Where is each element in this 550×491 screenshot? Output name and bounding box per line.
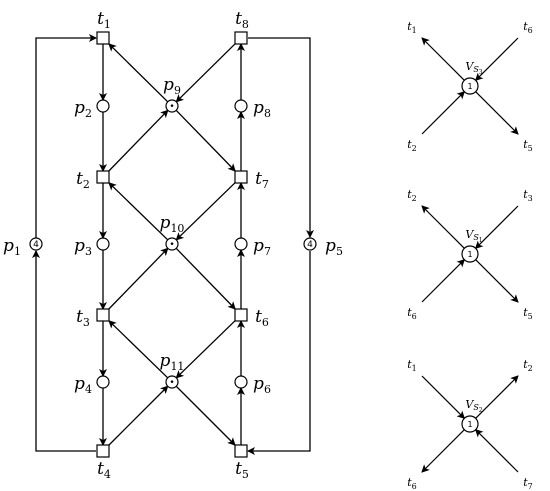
place-p10 xyxy=(165,237,179,251)
vs-node-vs2: t1 t2 t6 t7 1 VS2 xyxy=(407,358,533,491)
vs-vs2-label-bottom_right: t7 xyxy=(523,476,533,491)
arc-p10-t2 xyxy=(108,182,169,241)
arc-t4-p11 xyxy=(108,385,169,446)
place-p8 xyxy=(234,99,248,113)
vs-vs2-tokens: 1 xyxy=(467,420,472,429)
vs-vs3-arc-top_right xyxy=(474,37,519,82)
vs-vs1-tokens: 1 xyxy=(467,250,472,259)
place-p11 xyxy=(165,375,179,389)
vs-vs2-name: VS2 xyxy=(465,398,482,414)
place-p7 xyxy=(234,237,248,251)
label-t6: t6 xyxy=(255,307,269,329)
arc-t2-p9 xyxy=(108,109,169,172)
transition-t4 xyxy=(96,444,110,458)
vs-vs2-arc-top_left xyxy=(421,375,466,420)
transition-t8 xyxy=(234,31,248,45)
label-t8: t8 xyxy=(235,9,249,31)
label-t4: t4 xyxy=(97,459,111,481)
vs-vs1-arc-bottom_right xyxy=(475,259,519,303)
arc-p5-t5 xyxy=(247,251,311,455)
vs-vs2-arc-top_right xyxy=(475,375,519,419)
place-p1-tokens: 4 xyxy=(33,240,39,250)
arc-t3-p10 xyxy=(108,247,169,310)
place-p2 xyxy=(96,99,110,113)
place-p9 xyxy=(165,99,179,113)
vs-vs1-name: VS1 xyxy=(465,228,482,244)
vs-vs3-arc-bottom_right xyxy=(475,91,519,135)
arc-t6-p11 xyxy=(175,320,236,379)
vs-vs3-label-top_right: t6 xyxy=(523,20,533,35)
vs-vs1-label-bottom_left: t6 xyxy=(407,306,417,321)
label-p4: p4 xyxy=(74,374,92,396)
vs-vs1-arc-bottom_left xyxy=(421,258,466,303)
label-p5: p5 xyxy=(325,236,343,258)
label-p6: p6 xyxy=(253,374,271,396)
arc-t4-p1 xyxy=(32,250,96,452)
label-t7: t7 xyxy=(255,169,269,191)
vs-vs1-label-top_left: t2 xyxy=(407,188,417,203)
vs-vs3-label-bottom_left: t2 xyxy=(407,138,417,153)
vs-vs3-place xyxy=(461,77,479,95)
vs-node-vs1: t2 t3 t6 t5 1 VS1 xyxy=(407,188,533,321)
arc-t7-p10 xyxy=(175,182,236,241)
arc-p1-t1 xyxy=(35,34,97,238)
place-p3 xyxy=(96,237,110,251)
vs-vs3-name: VS3 xyxy=(465,60,482,76)
vs-vs1-place xyxy=(461,245,479,263)
place-p6 xyxy=(234,375,248,389)
transition-t6 xyxy=(234,308,248,322)
arc-p11-t5 xyxy=(175,385,236,446)
label-t3: t3 xyxy=(76,307,90,329)
vs-vs3-label-bottom_right: t5 xyxy=(523,138,533,153)
label-p11: p11 xyxy=(160,351,185,373)
label-p10: p10 xyxy=(160,213,185,235)
place-p11-tokens: • xyxy=(169,378,174,388)
label-t1: t1 xyxy=(97,9,111,31)
vs-vs1-label-bottom_right: t5 xyxy=(523,306,533,321)
place-p4 xyxy=(96,375,110,389)
label-p2: p2 xyxy=(74,98,92,120)
transition-t7 xyxy=(234,170,248,184)
vs-vs2-label-bottom_left: t6 xyxy=(407,476,417,491)
place-p5-tokens: 4 xyxy=(307,240,313,250)
arc-t8-p9 xyxy=(175,43,236,103)
transition-t5 xyxy=(234,444,248,458)
transition-t1 xyxy=(96,31,110,45)
label-p8: p8 xyxy=(253,98,271,120)
arc-p9-t1 xyxy=(108,43,169,103)
arc-p10-t6 xyxy=(175,247,236,310)
label-t2: t2 xyxy=(76,169,90,191)
label-p9: p9 xyxy=(163,75,181,97)
place-p9-tokens: • xyxy=(169,102,174,112)
label-p3: p3 xyxy=(74,236,92,258)
vs-vs1-arc-top_left xyxy=(421,205,465,249)
transition-t2 xyxy=(96,170,110,184)
vs-vs3-tokens: 1 xyxy=(467,82,472,91)
vs-vs2-arc-bottom_left xyxy=(421,429,465,473)
place-p10-tokens: • xyxy=(169,240,174,250)
vs-vs2-label-top_right: t2 xyxy=(523,358,533,373)
place-p1 xyxy=(29,237,43,251)
vs-vs1-label-top_right: t3 xyxy=(523,188,533,203)
vs-vs3-arc-top_left xyxy=(421,37,465,81)
place-p5 xyxy=(303,237,317,251)
arc-t8-p5 xyxy=(248,37,314,238)
arc-p9-t7 xyxy=(175,109,236,172)
label-p7: p7 xyxy=(253,236,271,258)
transition-t3 xyxy=(96,308,110,322)
vs-vs2-arc-bottom_right xyxy=(474,428,519,473)
vs-node-vs3: t1 t6 t2 t5 1 VS3 xyxy=(407,20,533,153)
label-t5: t5 xyxy=(235,459,249,481)
vs-vs3-label-top_left: t1 xyxy=(407,20,417,35)
vs-vs1-arc-top_right xyxy=(474,205,519,250)
vs-vs2-label-top_left: t1 xyxy=(407,358,417,373)
vs-vs3-arc-bottom_left xyxy=(421,90,466,135)
vs-vs2-place xyxy=(461,415,479,433)
arc-p11-t3 xyxy=(108,320,169,379)
label-p1: p1 xyxy=(3,236,21,258)
